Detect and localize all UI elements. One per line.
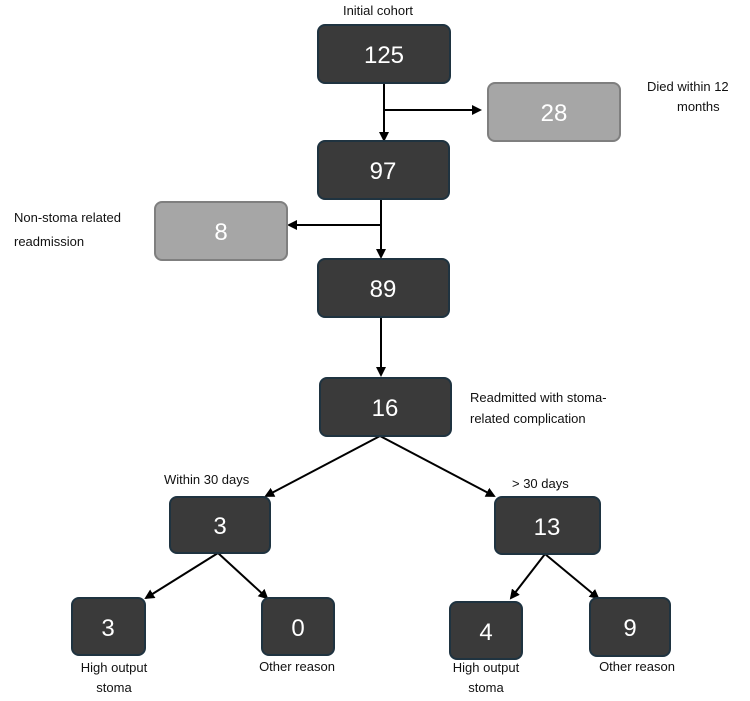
node-4: 4 xyxy=(449,601,523,660)
arrow-3-to-0 xyxy=(217,552,269,600)
node-value: 9 xyxy=(623,615,636,642)
node-3-high-output: 3 xyxy=(71,597,146,656)
label-other-reason-right: Other reason xyxy=(599,659,675,674)
label-other-reason-left: Other reason xyxy=(259,659,335,674)
node-97: 97 xyxy=(317,140,450,200)
arrows xyxy=(144,83,600,600)
label-non-stoma-line-2: readmission xyxy=(14,234,84,249)
node-box xyxy=(71,597,146,656)
arrow-13-to-4 xyxy=(509,553,546,600)
arrow-13-to-9 xyxy=(544,553,600,600)
node-box xyxy=(317,140,450,200)
arrow-16-to-3 xyxy=(264,435,381,497)
node-box xyxy=(317,258,450,318)
node-box xyxy=(449,601,523,660)
label-initial-cohort: Initial cohort xyxy=(343,3,413,18)
arrow-3-to-3 xyxy=(144,552,219,600)
node-value: 4 xyxy=(479,619,492,646)
node-3-within: 3 xyxy=(169,496,271,554)
node-value: 28 xyxy=(541,100,568,127)
node-box xyxy=(487,82,621,142)
node-box xyxy=(261,597,335,656)
label-readmitted-line-2: related complication xyxy=(470,411,586,426)
label-high-output-left-line-2: stoma xyxy=(96,680,132,695)
label-readmitted-line-1: Readmitted with stoma- xyxy=(470,390,607,405)
node-value: 8 xyxy=(214,219,227,246)
label-within-30-days: Within 30 days xyxy=(164,472,250,487)
label-non-stoma-line-1: Non-stoma related xyxy=(14,210,121,225)
node-value: 3 xyxy=(213,513,226,540)
node-box xyxy=(169,496,271,554)
node-16: 16 xyxy=(319,377,452,437)
node-value: 125 xyxy=(364,42,404,69)
node-value: 89 xyxy=(370,276,397,303)
node-value: 97 xyxy=(370,158,397,185)
node-box xyxy=(589,597,671,657)
node-value: 13 xyxy=(534,514,561,541)
node-box xyxy=(494,496,601,555)
node-box xyxy=(319,377,452,437)
arrow-16-to-13 xyxy=(379,435,496,497)
node-9: 9 xyxy=(589,597,671,657)
label-high-output-right-line-2: stoma xyxy=(468,680,504,695)
node-28: 28 xyxy=(487,82,621,142)
label-high-output-right-line-1: High output xyxy=(453,660,520,675)
node-box xyxy=(154,201,288,261)
labels: Initial cohort Died within 12 months Non… xyxy=(14,3,729,695)
node-0: 0 xyxy=(261,597,335,656)
node-89: 89 xyxy=(317,258,450,318)
node-125: 125 xyxy=(317,24,451,84)
label-died-line-2: months xyxy=(677,99,720,114)
label-high-output-left-line-1: High output xyxy=(81,660,148,675)
node-13: 13 xyxy=(494,496,601,555)
node-value: 16 xyxy=(372,395,399,422)
node-8: 8 xyxy=(154,201,288,261)
node-box xyxy=(317,24,451,84)
node-value: 0 xyxy=(291,615,304,642)
label-died-line-1: Died within 12 xyxy=(647,79,729,94)
node-value: 3 xyxy=(101,615,114,642)
label-over-30-days: > 30 days xyxy=(512,476,569,491)
